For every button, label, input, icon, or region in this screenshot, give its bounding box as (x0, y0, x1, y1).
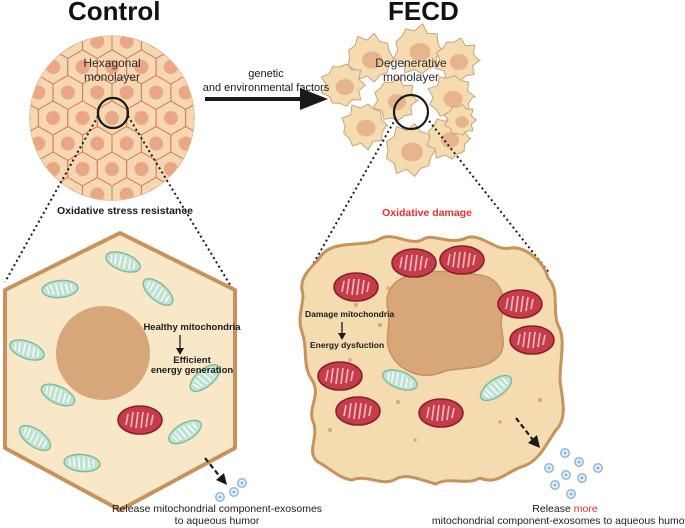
fecd-release-arrow (515, 417, 534, 441)
degenerative-cell-nucleus (401, 142, 423, 162)
control-release-label-2: to aqueous humor (174, 515, 260, 527)
healthy-cell (3, 231, 237, 512)
exosome-icon (574, 457, 584, 467)
exosome-icon (237, 478, 247, 488)
degenerative-cell-nucleus (443, 90, 463, 108)
hexagonal-cell-nucleus (46, 162, 61, 176)
energy-generation-label: energy generation (150, 365, 234, 376)
hexagonal-cell-nucleus (149, 136, 164, 151)
fecd-release-more: more (573, 503, 598, 515)
damaged-mitochondrion-icon (117, 405, 163, 435)
control-release-label-1: Release mitochondrial component-exosomes (111, 503, 323, 515)
exosome-icon (544, 463, 554, 473)
fecd-title: FECD (388, 0, 459, 26)
exosome-icon (593, 463, 603, 473)
hexagonal-cell-nucleus (90, 85, 105, 100)
arrow-label-genetic: genetic (248, 68, 284, 80)
damage-mitochondria-label: Damage mitochondria (305, 309, 395, 319)
hexagonal-cell-nucleus (90, 136, 105, 151)
exosome-icon (566, 489, 576, 499)
degenerative-cell-nucleus (455, 116, 469, 128)
hexagonal-cell-nucleus (149, 187, 164, 200)
hexagonal-cell-nucleus (149, 36, 164, 49)
control-monolayer-label-2: monolayer (83, 70, 141, 84)
hexagonal-cell-nucleus (105, 162, 119, 176)
hexagonal-cell-nucleus (163, 162, 178, 176)
degenerative-cell-nucleus (440, 132, 460, 148)
hexagonal-cell-nucleus (149, 85, 164, 100)
hexagonal-cell-nucleus (46, 60, 61, 74)
fecd-monolayer-label-1: Degenerative (375, 56, 447, 70)
exosome-icon (229, 487, 239, 497)
damaged-mitochondrion-icon (335, 396, 381, 426)
oxidative-stress-resistance-label: Oxidative stress resistance (57, 205, 193, 217)
exosome-icon (577, 473, 587, 483)
damaged-mitochondrion-icon (509, 325, 555, 355)
efficient-label: Efficient (173, 355, 211, 366)
degenerative-cell-nucleus (409, 43, 431, 61)
degenerative-cell-nucleus (335, 79, 355, 95)
hexagonal-cell-nucleus (134, 60, 149, 74)
oxidative-damage-label: Oxidative damage (382, 207, 472, 219)
control-monolayer-label-1: Hexagonal (83, 56, 141, 70)
hexagonal-cell-nucleus (119, 136, 134, 151)
hexagonal-cell-nucleus (60, 36, 75, 49)
exosome-icon (560, 448, 570, 458)
control-zoom-line-left (4, 115, 99, 283)
hexagonal-cell-nucleus (75, 111, 90, 125)
energy-dysfunction-label: Energy dysfuction (310, 340, 385, 350)
fecd-exosomes (544, 448, 603, 499)
degenerative-cell (298, 235, 565, 486)
fecd-zoom-line-left (302, 117, 397, 283)
hexagonal-cell-nucleus (163, 60, 178, 74)
hexagonal-cell-nucleus (60, 187, 75, 200)
healthy-mitochondria-label: Healthy mitochondria (143, 322, 241, 333)
fecd-zoom-line-right (425, 116, 551, 275)
control-title: Control (68, 0, 161, 26)
damaged-mitochondrion-icon (317, 361, 363, 391)
damaged-mitochondrion-icon (497, 289, 543, 319)
hexagonal-cell-nucleus (119, 85, 134, 100)
hexagonal-cell-nucleus (134, 162, 149, 176)
control-zoom-line-right (127, 115, 233, 289)
hexagonal-cell-nucleus (105, 60, 119, 74)
damaged-mitochondrion-icon (439, 245, 485, 275)
hexagonal-cell-nucleus (105, 111, 119, 125)
hexagonal-cell-nucleus (60, 85, 75, 100)
damaged-mitochondrion-icon (333, 272, 379, 302)
damaged-mitochondrion-icon (418, 398, 464, 428)
degenerative-cell-nucleus (356, 119, 376, 137)
fecd-release-prefix: Release (532, 503, 574, 515)
hexagonal-cell (185, 100, 194, 136)
exosome-icon (561, 470, 571, 480)
degenerative-cell-nucleus (361, 51, 383, 69)
hexagon-grid (30, 36, 194, 200)
control-exosomes (215, 478, 247, 502)
hexagonal-cell-nucleus (134, 111, 149, 125)
fecd-release-label-1: Release more (532, 503, 597, 515)
control-release-arrow (204, 457, 222, 479)
hexagonal-cell-nucleus (60, 136, 75, 151)
degenerative-cell-nucleus (449, 54, 469, 70)
arrow-label-environmental: and environmental factors (202, 82, 330, 94)
fecd-monolayer (320, 23, 481, 177)
progression-arrow (205, 88, 328, 110)
hexagonal-cell-nucleus (30, 111, 31, 125)
exosome-icon (550, 480, 560, 490)
hexagonal-cell-nucleus (75, 162, 90, 176)
fecd-magnifier-circle-icon (392, 93, 430, 131)
damaged-mitochondrion-icon (391, 248, 437, 278)
degenerative-nucleus (386, 270, 505, 377)
hexagonal-cell-nucleus (75, 60, 90, 74)
control-magnifier-circle-icon (96, 96, 130, 130)
hexagonal-cell-nucleus (163, 111, 178, 125)
fecd-monolayer-label-2: monolayer (382, 70, 440, 84)
hexagonal-cell-nucleus (46, 111, 61, 125)
fecd-release-label-2: mitochondrial component-exosomes to aque… (431, 515, 685, 527)
control-monolayer (29, 35, 195, 201)
healthy-nucleus (56, 306, 150, 400)
hexagonal-cell-nucleus (193, 111, 194, 125)
exosome-icon (215, 492, 225, 502)
